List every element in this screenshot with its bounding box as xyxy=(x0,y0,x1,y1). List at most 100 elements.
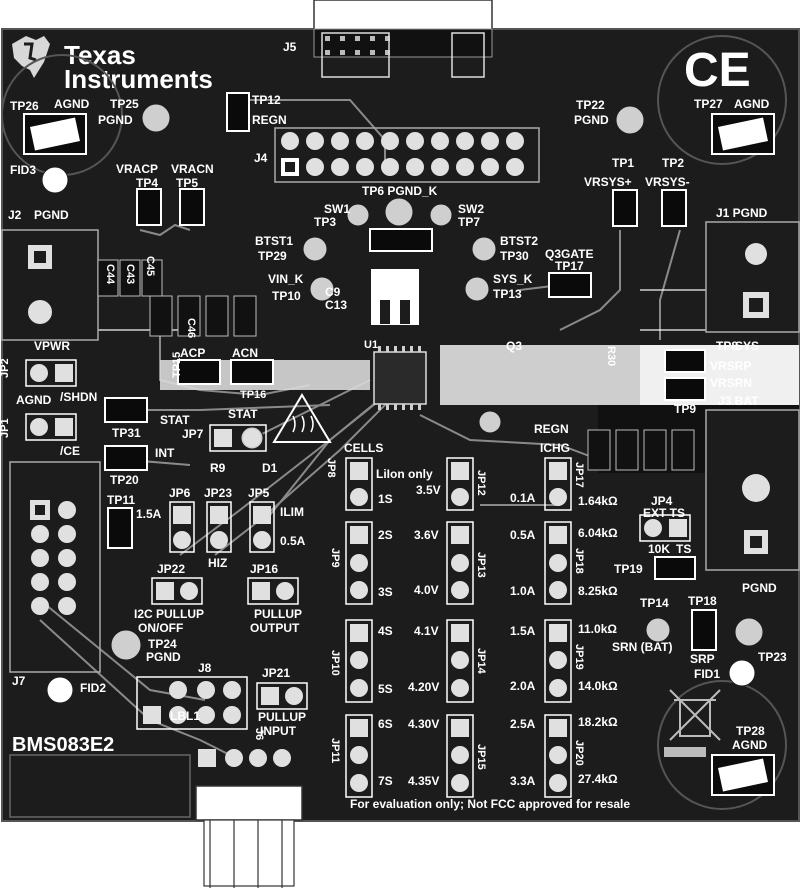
label-r30: R30 xyxy=(605,346,617,366)
label-fid1: FID1 xyxy=(694,667,720,681)
j8-header[interactable] xyxy=(136,676,248,730)
label-btst2: BTST2 xyxy=(500,234,538,248)
tp8-body[interactable] xyxy=(664,349,706,373)
label-tp17: TP17 xyxy=(555,259,584,273)
jp4-jumper[interactable] xyxy=(639,514,691,542)
tp16-body[interactable] xyxy=(230,359,274,385)
label-tp9: TP9 xyxy=(674,402,696,416)
label-18-2k: 18.2kΩ xyxy=(578,715,618,729)
tp28-loop[interactable] xyxy=(711,754,775,796)
label-3-6v: 3.6V xyxy=(414,528,439,542)
jp12-jumper[interactable] xyxy=(446,457,474,511)
tp20-body[interactable] xyxy=(104,445,148,471)
label-pullup-input: PULLUP xyxy=(258,710,306,724)
jp7-jumper[interactable] xyxy=(209,424,267,452)
label-jp11: JP11 xyxy=(329,738,341,763)
tp27-loop[interactable] xyxy=(711,113,775,155)
jp9-jumper[interactable] xyxy=(345,521,373,605)
label-pgnd-tl: PGND xyxy=(98,113,133,127)
tp11-body[interactable] xyxy=(107,507,133,549)
tp5-body[interactable] xyxy=(179,188,205,226)
j4-header[interactable] xyxy=(274,127,540,183)
jp1-jumper[interactable] xyxy=(25,413,77,441)
tp9-body[interactable] xyxy=(664,377,706,401)
tp26-loop[interactable] xyxy=(23,113,87,155)
jp21-jumper[interactable] xyxy=(256,682,308,710)
tp18-body[interactable] xyxy=(691,609,717,651)
jp5-jumper[interactable] xyxy=(249,501,275,553)
tp29-pad[interactable] xyxy=(302,236,328,262)
label-jp13: JP13 xyxy=(475,552,487,578)
label-agnd-br: AGND xyxy=(732,738,768,752)
tp31-body[interactable] xyxy=(104,397,148,423)
tp3-pad[interactable] xyxy=(346,203,370,227)
jp8-jumper[interactable] xyxy=(345,457,373,511)
jp19-jumper[interactable] xyxy=(544,619,572,703)
label-tp5: TP5 xyxy=(176,176,198,190)
label-3-3a: 3.3A xyxy=(510,774,536,788)
tp14-pad[interactable] xyxy=(645,617,671,643)
label-vin-k: VIN_K xyxy=(268,272,304,286)
tp13-pad[interactable] xyxy=(464,276,490,302)
label-jp6: JP6 xyxy=(169,486,191,500)
jp18-jumper[interactable] xyxy=(544,521,572,605)
tp4-body[interactable] xyxy=(136,188,162,226)
tp30-pad[interactable] xyxy=(471,236,497,262)
tp19-body[interactable] xyxy=(654,556,696,580)
label-27-4k: 27.4kΩ xyxy=(578,772,618,786)
tp15-body[interactable] xyxy=(177,359,221,385)
label-agnd-jp1: AGND xyxy=(16,393,52,407)
jp6-jumper[interactable] xyxy=(169,501,195,553)
label-acp: ACP xyxy=(180,346,205,360)
label-vpwr: VPWR xyxy=(34,339,70,353)
tp7-pad[interactable] xyxy=(429,203,453,227)
jp22-jumper[interactable] xyxy=(151,577,203,605)
label-2-0a: 2.0A xyxy=(510,679,536,693)
label-c13: C13 xyxy=(325,298,347,312)
jp14-jumper[interactable] xyxy=(446,619,474,703)
label-7s: 7S xyxy=(378,774,393,788)
label-pgnd-tp24: PGND xyxy=(146,650,181,664)
tp23-pad[interactable] xyxy=(734,617,764,647)
label-4s: 4S xyxy=(378,624,393,638)
jp17-jumper[interactable] xyxy=(544,457,572,511)
tp2-body[interactable] xyxy=(661,189,687,227)
tp25-pad[interactable] xyxy=(141,103,171,133)
label-tp27: TP27 xyxy=(694,97,723,111)
tp12-body[interactable] xyxy=(226,92,250,132)
label-sw1: SW1 xyxy=(324,202,350,216)
jp2-jumper[interactable] xyxy=(25,359,77,387)
tp6-pad[interactable] xyxy=(384,197,414,227)
jp15-jumper[interactable] xyxy=(446,714,474,798)
part-number: BMS083E2 xyxy=(12,734,114,756)
jp10-jumper[interactable] xyxy=(345,619,373,703)
jp20-jumper[interactable] xyxy=(544,714,572,798)
regn-pad[interactable] xyxy=(478,410,502,434)
weee-bin-icon xyxy=(669,689,721,741)
j6-housing[interactable] xyxy=(195,785,303,821)
jp16-jumper[interactable] xyxy=(247,577,299,605)
label-jp9: JP9 xyxy=(329,548,341,568)
label-q3: Q3 xyxy=(506,339,522,353)
j7-connector[interactable] xyxy=(9,461,101,673)
label-14-0k: 14.0kΩ xyxy=(578,679,618,693)
label-10k: 10K xyxy=(648,542,670,556)
jp11-jumper[interactable] xyxy=(345,714,373,798)
label-tp4: TP4 xyxy=(136,176,158,190)
tp22-pad[interactable] xyxy=(615,105,645,135)
label-tp19: TP19 xyxy=(614,562,643,576)
label-jp2: JP2 xyxy=(0,358,11,378)
fid3-mark xyxy=(41,166,69,194)
tp1-body[interactable] xyxy=(612,189,638,227)
label-jp7: JP7 xyxy=(182,427,204,441)
tp24-pad[interactable] xyxy=(110,629,142,661)
jp13-jumper[interactable] xyxy=(446,521,474,605)
jp23-jumper[interactable] xyxy=(206,501,232,553)
label-jp12: JP12 xyxy=(475,470,487,496)
fid1-mark xyxy=(728,659,756,687)
label-4-0v: 4.0V xyxy=(414,583,439,597)
label-8-25k: 8.25kΩ xyxy=(578,584,618,598)
tp17-body[interactable] xyxy=(548,272,592,298)
tp10-pad[interactable] xyxy=(309,276,335,302)
label-srp: SRP xyxy=(690,652,715,666)
